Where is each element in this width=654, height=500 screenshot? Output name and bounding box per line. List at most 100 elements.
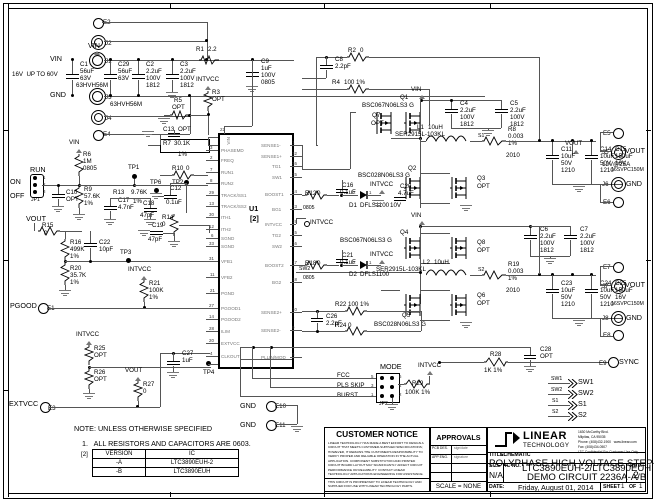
vout-post-label-ch1: VOUT (625, 146, 645, 155)
pin-sense2-plus: SENSE2+ (261, 310, 282, 315)
R26-ref: R26 (94, 369, 106, 376)
post-E10[interactable] (266, 401, 277, 412)
JP2-body[interactable] (376, 373, 400, 403)
C19-ref: C19 (152, 222, 164, 229)
pin-sense2-minus-num: 9 (292, 325, 295, 330)
jack-J4[interactable] (91, 110, 106, 125)
post-E6[interactable] (613, 197, 624, 208)
pin-sense1-plus-num: 32 (292, 151, 297, 156)
C2-package: 1812 (146, 82, 160, 89)
TP1-point[interactable] (132, 174, 137, 179)
post-E4[interactable] (93, 130, 104, 141)
R12-package: 0805 (303, 205, 315, 211)
table-row: -B LTC3890EUH (92, 467, 239, 477)
post-E11[interactable] (266, 420, 277, 431)
ground-symbol-out2 (573, 320, 585, 327)
C8-value: 2.2pF (335, 63, 351, 70)
TP2-point[interactable] (184, 180, 189, 185)
L2-ref: L2 (423, 259, 430, 266)
pin-sgnd-2: SGND (221, 244, 235, 249)
R25-value: OPT (94, 352, 107, 359)
post-E9[interactable] (608, 357, 619, 368)
pin-vfb1-num: 31 (209, 256, 214, 261)
R5-ref: R5 (174, 97, 182, 104)
JP1-pin1[interactable] (33, 176, 37, 180)
R16-value: 499K (70, 246, 85, 253)
R7-ref: R7 (163, 140, 171, 147)
jack-J7[interactable] (611, 279, 626, 294)
pin-trackss2-num: 13 (209, 201, 214, 206)
customer-notice-box (324, 427, 430, 492)
vin-input-label: VIN (50, 54, 62, 63)
C14-ref: C14 (600, 146, 612, 153)
offpage-sw2-net: SW2 (551, 387, 563, 393)
JP1-body[interactable] (30, 174, 44, 198)
R3-symbol (203, 91, 213, 111)
ground-symbol-c17 (104, 219, 116, 226)
jack-J2[interactable] (91, 35, 106, 50)
R21-symbol (139, 280, 149, 302)
schematic-name: POLYPHASE HIGH VOLTAGE STEP-DOWN CONVERT… (489, 458, 654, 469)
pin-sense2-minus: SENSE2- (261, 328, 281, 333)
L2-symbol (426, 269, 467, 277)
TP6-point[interactable] (154, 188, 159, 193)
pin-pgnd-num: 21 (210, 288, 215, 293)
post-E7[interactable] (613, 262, 624, 273)
R22-value: 100 1% (348, 301, 369, 308)
ground-symbol-r26 (83, 393, 95, 400)
R10-ref: R10 (172, 165, 184, 172)
pin-trackss2: TRACK/SS2 (221, 204, 247, 209)
vin-label-r6: VIN (69, 139, 80, 146)
ic-U1-body[interactable] (218, 133, 294, 369)
JP1-pin2[interactable] (33, 183, 37, 187)
C25-voltage: 16V (615, 294, 627, 301)
title-field-label: TITLE: (489, 452, 506, 458)
post-E5[interactable] (613, 128, 624, 139)
R26-value: OPT (94, 376, 107, 383)
JP2-pin3[interactable] (380, 385, 384, 389)
jack-J8[interactable] (611, 311, 626, 326)
ground-symbol-r5 (158, 118, 170, 125)
R8-ref: R8 (508, 126, 516, 133)
R6-package: 0805 (83, 165, 97, 172)
Q5-symbol (404, 294, 421, 316)
post-E8[interactable] (613, 330, 624, 341)
JP2-pin5[interactable] (380, 376, 384, 380)
L1-ref: L1 (417, 124, 424, 131)
R15-ref: R15 (42, 222, 54, 229)
TP2-label: TP2 (172, 179, 183, 187)
R9-ref: R9 (84, 186, 92, 193)
jack-J3-label: J3 (105, 94, 112, 101)
ground-symbol-c12 (150, 193, 162, 200)
jack-J2-inner (94, 38, 103, 47)
C12-ref: C12 (170, 185, 182, 192)
Q7-ref: Q7 (372, 112, 381, 119)
D2-pn: DFLS1100 (360, 271, 390, 278)
jack-J1-inner (92, 55, 103, 66)
C3-package: 1812 (180, 82, 194, 89)
JP2-pin6[interactable] (390, 376, 394, 380)
C6-value: 2.2uF (540, 233, 556, 240)
post-E8-label: E8 (603, 332, 611, 340)
C28-ref: C28 (540, 346, 552, 353)
R14-ref: R14 (162, 214, 174, 221)
TP4-point[interactable] (206, 361, 211, 366)
burst-label: BURST (337, 392, 358, 400)
pin-pgood2: PGOOD2 (221, 317, 241, 322)
jack-J6[interactable] (611, 177, 626, 192)
C12-value: 0.1uF (166, 199, 182, 206)
C14-package: 1210 (600, 167, 614, 174)
JP2-pin4[interactable] (390, 385, 394, 389)
JP1-pin3[interactable] (33, 190, 37, 194)
C3-voltage: 100V (180, 75, 195, 82)
TP3-point[interactable] (126, 258, 131, 263)
JP2-pin1[interactable] (380, 394, 384, 398)
pin-pgood2-num: 14 (209, 314, 214, 319)
Q8-pn: OPT (477, 247, 490, 254)
post-E2[interactable] (93, 18, 104, 29)
jack-J1-label: J1 (105, 58, 112, 65)
JP2-pin2[interactable] (390, 394, 394, 398)
R16-tol: 1% (70, 253, 79, 260)
of-label: OF (629, 484, 637, 490)
jack-J5[interactable] (611, 145, 626, 160)
